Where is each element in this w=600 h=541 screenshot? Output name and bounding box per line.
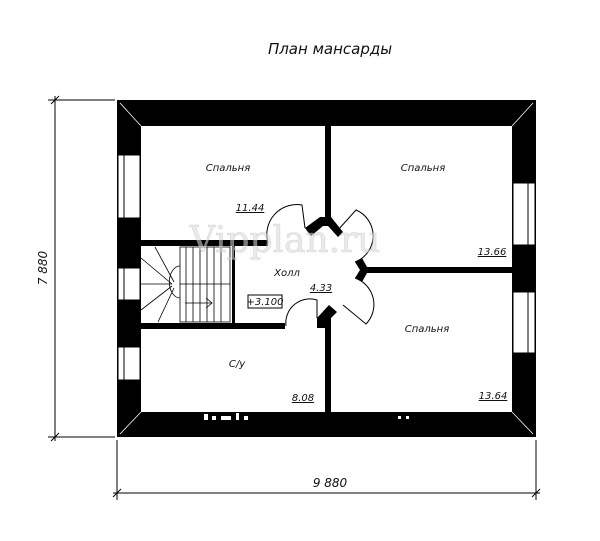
plan-title: План мансарды — [268, 40, 392, 58]
room-name: Спальня — [401, 163, 446, 174]
room-area: 13.66 — [478, 247, 507, 258]
staircase — [140, 246, 231, 323]
room-area: 8.08 — [292, 393, 314, 404]
room-name: Спальня — [405, 324, 450, 335]
wall-corners — [119, 102, 534, 435]
level-mark: +3.100 — [246, 297, 283, 308]
height-dimension-label: 7 880 — [36, 250, 50, 285]
room-area: 4.33 — [310, 283, 332, 294]
windows — [117, 154, 536, 381]
interior-walls — [141, 126, 512, 412]
height-dimension — [48, 95, 115, 442]
doors — [266, 204, 375, 327]
room-area: 11.44 — [236, 203, 265, 214]
watermark: Vipplan.ru — [189, 220, 381, 261]
room-name: С/у — [229, 359, 246, 370]
room-name: Спальня — [206, 163, 251, 174]
room-area: 13.64 — [479, 391, 508, 402]
width-dimension — [112, 440, 541, 500]
room-name: Холл — [273, 268, 300, 279]
vent-marks — [204, 413, 409, 420]
level-mark-box — [247, 294, 283, 309]
width-dimension-label: 9 880 — [313, 476, 348, 490]
